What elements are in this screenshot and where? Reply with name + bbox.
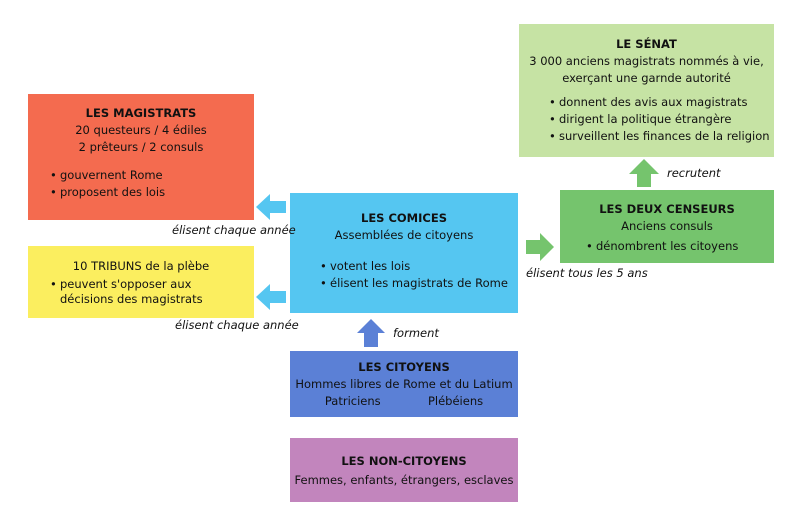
- censeurs-box: LES DEUX CENSEURS Anciens consuls dénomb…: [560, 190, 774, 263]
- citoyens-subtitle: Hommes libres de Rome et du Latium: [295, 377, 513, 391]
- comices-subtitle: Assemblées de citoyens: [334, 228, 474, 242]
- comices-title: LES COMICES: [361, 211, 447, 225]
- magistrats-list: gouvernent Rome proposent des lois: [50, 167, 254, 201]
- arrow-right-icon: [526, 233, 554, 261]
- noncitoyens-subtitle: Femmes, enfants, étrangers, esclaves: [294, 473, 514, 487]
- caption-elisent-tribuns: élisent chaque année: [175, 318, 299, 332]
- noncitoyens-title: LES NON-CITOYENS: [341, 454, 467, 468]
- tribuns-title: 10 TRIBUNS de la plèbe: [72, 259, 210, 273]
- list-item: dénombrent les citoyens: [586, 238, 774, 255]
- list-item: votent les lois: [320, 258, 518, 275]
- list-item: donnent des avis aux magistrats: [549, 94, 774, 111]
- censeurs-title: LES DEUX CENSEURS: [599, 202, 735, 216]
- list-item: surveillent les finances de la religion: [549, 128, 774, 145]
- citoyens-box: LES CITOYENS Hommes libres de Rome et du…: [290, 351, 518, 417]
- senat-box: LE SÉNAT 3 000 anciens magistrats nommés…: [519, 24, 774, 157]
- patriciens-label: Patriciens: [324, 394, 381, 408]
- censeurs-list: dénombrent les citoyens: [586, 238, 774, 255]
- comices-box: LES COMICES Assemblées de citoyens voten…: [290, 193, 518, 313]
- comices-list: votent les lois élisent les magistrats d…: [320, 258, 518, 292]
- citoyens-groups: Patriciens Plébéiens: [290, 393, 518, 410]
- list-item: dirigent la politique étrangère: [549, 111, 774, 128]
- magistrats-line2: 2 prêteurs / 2 consuls: [78, 140, 204, 154]
- senat-line2: exerçant une garnde autorité: [562, 71, 731, 85]
- tribuns-list: peuvent s'opposer aux décisions des magi…: [50, 277, 240, 307]
- list-item: élisent les magistrats de Rome: [320, 275, 518, 292]
- caption-elisent-magistrats: élisent chaque année: [172, 223, 296, 237]
- censeurs-subtitle: Anciens consuls: [621, 219, 713, 233]
- magistrats-line1: 20 questeurs / 4 édiles: [75, 123, 207, 137]
- caption-elisent-censeurs: élisent tous les 5 ans: [526, 266, 648, 280]
- arrow-left-icon: [256, 284, 286, 310]
- plebeiens-label: Plébéiens: [427, 394, 484, 408]
- tribuns-box: 10 TRIBUNS de la plèbe peuvent s'opposer…: [28, 246, 254, 318]
- caption-recrutent: recrutent: [667, 166, 721, 180]
- arrow-left-icon: [256, 194, 286, 220]
- senat-list: donnent des avis aux magistrats dirigent…: [549, 94, 774, 145]
- senat-line1: 3 000 anciens magistrats nommés à vie,: [529, 54, 764, 68]
- list-item: peuvent s'opposer aux décisions des magi…: [50, 277, 240, 307]
- senat-title: LE SÉNAT: [616, 37, 677, 51]
- citoyens-title: LES CITOYENS: [358, 360, 450, 374]
- noncitoyens-box: LES NON-CITOYENS Femmes, enfants, étrang…: [290, 438, 518, 502]
- magistrats-title: LES MAGISTRATS: [85, 106, 197, 120]
- arrow-up-icon: [629, 159, 659, 187]
- magistrats-box: LES MAGISTRATS 20 questeurs / 4 édiles 2…: [28, 94, 254, 220]
- list-item: gouvernent Rome: [50, 167, 254, 184]
- arrow-up-icon: [357, 319, 385, 347]
- caption-forment: forment: [393, 326, 439, 340]
- list-item: proposent des lois: [50, 184, 254, 201]
